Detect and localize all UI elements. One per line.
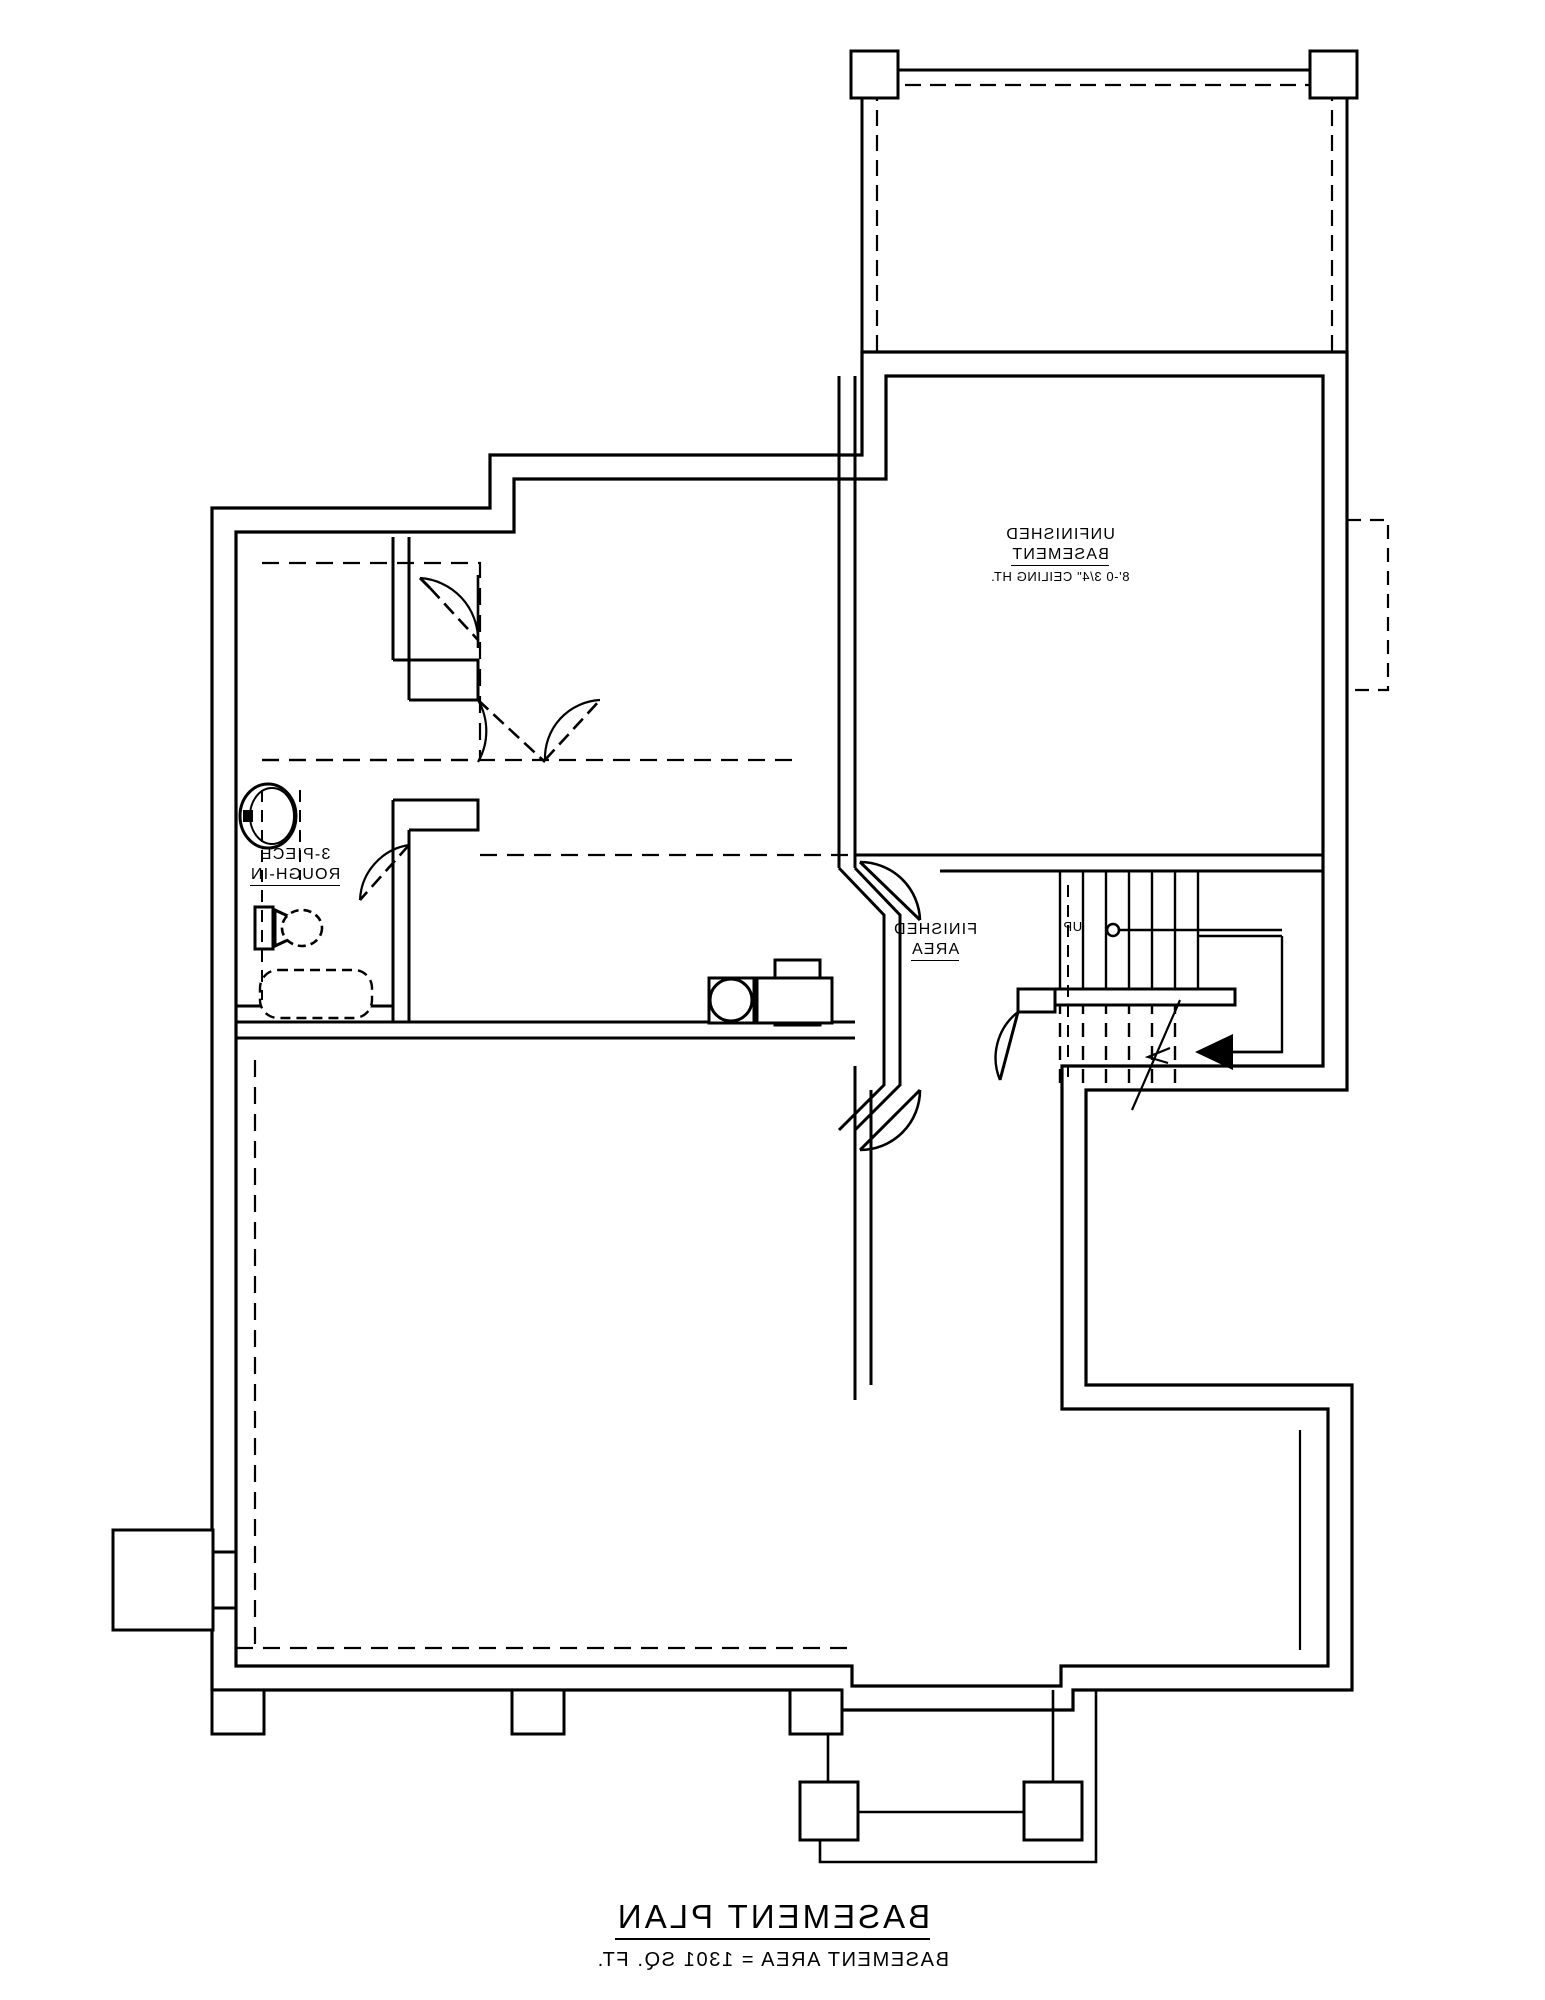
mechanical-equipment xyxy=(707,958,834,1027)
pilaster-mid xyxy=(510,1688,566,1736)
title-block: BASEMENT PLAN BASEMENT AREA = 1301 SQ. F… xyxy=(0,1898,1545,1972)
footing-dashed-lines xyxy=(234,561,1302,1650)
unfinished-basement-line2: BASEMENT xyxy=(1011,544,1109,567)
finished-area-line2: AREA xyxy=(910,939,960,962)
finished-area-angled-walls xyxy=(837,866,902,1132)
pilaster-left xyxy=(210,1688,266,1736)
unfinished-basement-ceiling-note: 8'-0 3/4" CEILING HT. xyxy=(990,569,1130,585)
room-label-unfinished-basement: UNFINISHED BASEMENT 8'-0 3/4" CEILING HT… xyxy=(930,525,1190,584)
door-bathroom xyxy=(358,843,410,901)
egress-window-well xyxy=(1347,518,1390,692)
interior-partitions xyxy=(236,376,1323,1400)
doors xyxy=(358,575,1020,1152)
room-label-three-piece-rough-in: 3-PIECE ROUGH-IN xyxy=(195,845,395,887)
door-mid-left xyxy=(477,699,546,763)
wall-pilasters xyxy=(210,1688,844,1736)
unfinished-basement-line1: UNFINISHED xyxy=(1005,526,1115,543)
stair-run xyxy=(1016,871,1284,1111)
toilet-icon xyxy=(253,905,324,951)
porch-column-right xyxy=(1022,1780,1084,1842)
hot-water-tank-icon xyxy=(755,958,834,1027)
left-window-well xyxy=(111,1528,238,1632)
rough-in-line1: 3-PIECE xyxy=(259,846,331,863)
rear-deck xyxy=(849,49,1359,352)
door-finished-top xyxy=(858,860,922,922)
deck-column-left xyxy=(849,49,900,100)
front-porch xyxy=(798,1690,1098,1864)
stair-up-label: UP xyxy=(1063,919,1083,934)
stair-direction-arrow xyxy=(1195,1034,1233,1070)
deck-column-right xyxy=(1308,49,1359,100)
bathroom-fixtures xyxy=(238,782,374,1020)
basement-area-note: BASEMENT AREA = 1301 SQ. FT. xyxy=(596,1949,949,1971)
porch-column-left xyxy=(798,1780,860,1842)
pilaster-right xyxy=(788,1688,844,1736)
door-under-stairs xyxy=(994,1011,1020,1081)
room-label-finished-area: FINISHED AREA xyxy=(845,920,1025,962)
bathroom-sink-icon xyxy=(238,782,298,850)
door-storage xyxy=(543,698,601,761)
bathtub-icon xyxy=(258,968,374,1020)
finished-area-line1: FINISHED xyxy=(892,921,978,938)
door-closet-upper xyxy=(418,575,480,648)
door-finished-bottom xyxy=(858,1088,922,1152)
rough-in-line2: ROUGH-IN xyxy=(249,864,341,887)
page-title: BASEMENT PLAN xyxy=(614,1898,931,1940)
furnace-icon xyxy=(707,976,756,1025)
